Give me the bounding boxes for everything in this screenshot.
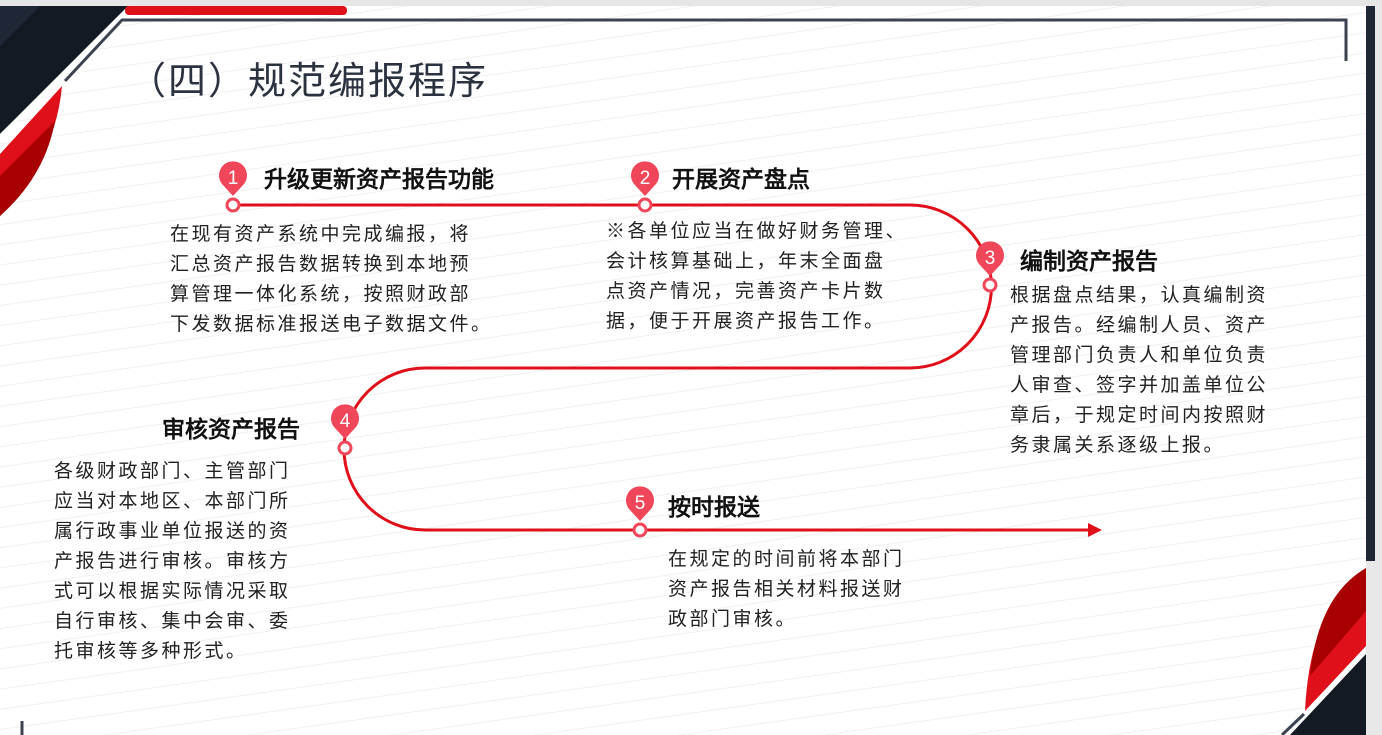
step-node [225,197,241,213]
text-line: 各级财政部门、主管部门 [54,460,291,482]
decorations: 1 2 3 4 5 [0,6,1366,735]
step-4-heading: 审核资产报告 [162,417,300,443]
text-line: 会计核算基础上，年末全面盘 [606,250,886,272]
step-number: 5 [635,493,646,514]
step-2-heading: 开展资产盘点 [672,167,810,193]
step-3-pin-icon: 3 [976,241,1005,293]
top-left-red-dark [0,121,55,216]
arrow-head-icon [1088,523,1102,537]
text-line: 应当对本地区、本部门所 [54,490,291,512]
step-node [982,277,998,293]
slide: 1 2 3 4 5 （四）规范编报程序 升级更新资产报告功能 在现有资产系统中完成编报，… [0,6,1366,735]
text-line: 下发数据标准报送电子数据文件。 [170,313,493,335]
step-5-text: 在规定的时间前将本部门资产报告相关材料报送财政部门审核。 [668,544,905,634]
page-title: （四）规范编报程序 [128,59,489,103]
bottom-right-dark [1290,654,1366,735]
step-3-heading: 编制资产报告 [1020,249,1158,275]
step-3-text: 根据盘点结果，认真编制资产报告。经编制人员、资产管理部门负责人和单位负责人审查、… [1010,280,1268,460]
text-line: 管理部门负责人和单位负责 [1010,344,1269,366]
step-4-text: 各级财政部门、主管部门应当对本地区、本部门所属行政事业单位报送的资产报告进行审核… [54,456,291,666]
text-line: 资产报告相关材料报送财 [668,578,905,600]
step-node [337,440,353,456]
text-line: ※各单位应当在做好财务管理、 [606,220,908,242]
text-line: 式可以根据实际情况采取 [54,580,291,602]
text-line: 点资产情况，完善资产卡片数 [606,280,886,302]
text-line: 在现有资产系统中完成编报，将 [170,223,472,245]
bottom-right-red-dark [1310,568,1366,676]
text-line: 产报告。经编制人员、资产 [1010,314,1269,336]
process-path [233,203,1092,532]
text-line: 算管理一体化系统，按照财政部 [170,283,472,305]
text-line: 政部门审核。 [668,608,798,630]
text-line: 汇总资产报告数据转换到本地预 [170,253,472,275]
text-line: 在规定的时间前将本部门 [668,548,905,570]
text-line: 产报告进行审核。审核方 [54,550,291,572]
text-line: 属行政事业单位报送的资 [54,520,291,542]
step-1-text: 在现有资产系统中完成编报，将汇总资产报告数据转换到本地预算管理一体化系统，按照财… [170,219,493,339]
text-line: 据，便于开展资产报告工作。 [606,310,886,332]
text-line: 托审核等多种形式。 [54,640,248,662]
step-5-heading: 按时报送 [668,495,760,521]
step-node [637,197,653,213]
step-1-heading: 升级更新资产报告功能 [264,167,494,193]
text-line: 务隶属关系逐级上报。 [1010,434,1226,456]
step-2-pin-icon: 2 [631,161,659,213]
step-1-pin-icon: 1 [219,161,247,213]
top-red-bar [125,6,347,15]
text-line: 章后，于规定时间内按照财 [1010,404,1269,426]
step-number: 1 [228,168,239,189]
step-number: 2 [640,168,651,189]
text-line: 人审查、签字并加盖单位公 [1010,374,1269,396]
top-left-dark-band [0,6,128,134]
text-line: 自行审核、集中会审、委 [54,610,291,632]
frame-top [63,18,1348,83]
step-5-pin-icon: 5 [626,486,654,538]
step-number: 3 [985,248,996,269]
step-number: 4 [340,411,351,432]
step-node [632,522,648,538]
scrollbar-thumb[interactable] [1366,6,1375,561]
step-2-text: ※各单位应当在做好财务管理、会计核算基础上，年末全面盘点资产情况，完善资产卡片数… [606,216,907,336]
text-line: 根据盘点结果，认真编制资 [1010,284,1269,306]
step-4-pin-icon: 4 [330,404,359,456]
